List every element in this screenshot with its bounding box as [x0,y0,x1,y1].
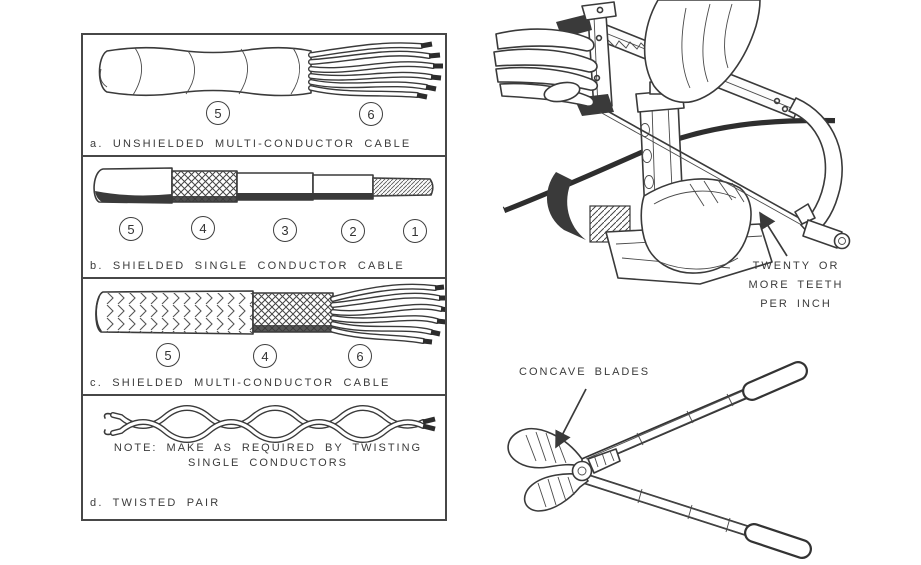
callout-4-number: 4 [199,220,207,236]
callout-1-number: 1 [411,223,419,239]
unshielded-multiconductor-cable-drawing [98,41,443,100]
section-shielded-multiconductor: 5 4 6 c. SHIELDED MULTI-CONDUCTOR CABLE [83,277,445,394]
section-b-caption: b. SHIELDED SINGLE CONDUCTOR CABLE [90,260,405,272]
section-a-caption: a. UNSHIELDED MULTI-CONDUCTOR CABLE [90,138,412,150]
callout-4: 4 [191,216,215,240]
section-unshielded-multiconductor: 5 6 a. UNSHIELDED MULTI-CONDUCTOR CABLE [83,35,445,155]
cable-cutter-illustration [507,361,812,559]
section-shielded-single-conductor: 5 4 3 2 1 b. SHIELDED SINGLE CONDUCTOR C… [83,155,445,277]
note-line-1: NOTE: MAKE AS REQUIRED BY TWISTING [113,442,423,454]
callout-6: 6 [359,102,383,126]
callout-1: 1 [403,219,427,243]
callout-5-number: 5 [127,221,135,237]
callout-5-number: 5 [164,347,172,363]
section-twisted-pair: NOTE: MAKE AS REQUIRED BY TWISTING SINGL… [83,394,445,519]
teeth-label-line-3: PER INCH [760,298,832,310]
callout-2: 2 [341,219,365,243]
callout-3: 3 [273,218,297,242]
twisted-pair-note: NOTE: MAKE AS REQUIRED BY TWISTING SINGL… [111,441,425,471]
callout-5: 5 [206,101,230,125]
concave-blades-arrow [555,388,587,449]
shielded-multiconductor-cable-drawing [95,283,445,345]
shielded-single-conductor-cable-drawing [93,167,434,204]
section-c-caption: c. SHIELDED MULTI-CONDUCTOR CABLE [90,377,391,389]
note-line-2: SINGLE CONDUCTORS [187,457,349,469]
callout-2-number: 2 [349,223,357,239]
callout-5: 5 [119,217,143,241]
callout-4-number: 4 [261,348,269,364]
callout-3-number: 3 [281,222,289,238]
twisted-pair-drawing [103,405,436,443]
callout-5: 5 [156,343,180,367]
section-d-caption: d. TWISTED PAIR [90,497,221,509]
teeth-per-inch-label: TWENTY OR MORE TEETH PER INCH [738,257,854,314]
teeth-label-line-2: MORE TEETH [748,279,844,291]
cable-types-panel: 5 6 a. UNSHIELDED MULTI-CONDUCTOR CABLE [81,33,447,521]
teeth-label-arrow [759,211,788,257]
callout-6: 6 [348,344,372,368]
callout-4: 4 [253,344,277,368]
callout-6-number: 6 [367,106,375,122]
callout-6-number: 6 [356,348,364,364]
teeth-label-line-1: TWENTY OR [752,260,840,272]
concave-blades-label: CONCAVE BLADES [519,366,651,378]
hacksaw-cutting-cable-illustration [493,0,851,285]
callout-5-number: 5 [214,105,222,121]
